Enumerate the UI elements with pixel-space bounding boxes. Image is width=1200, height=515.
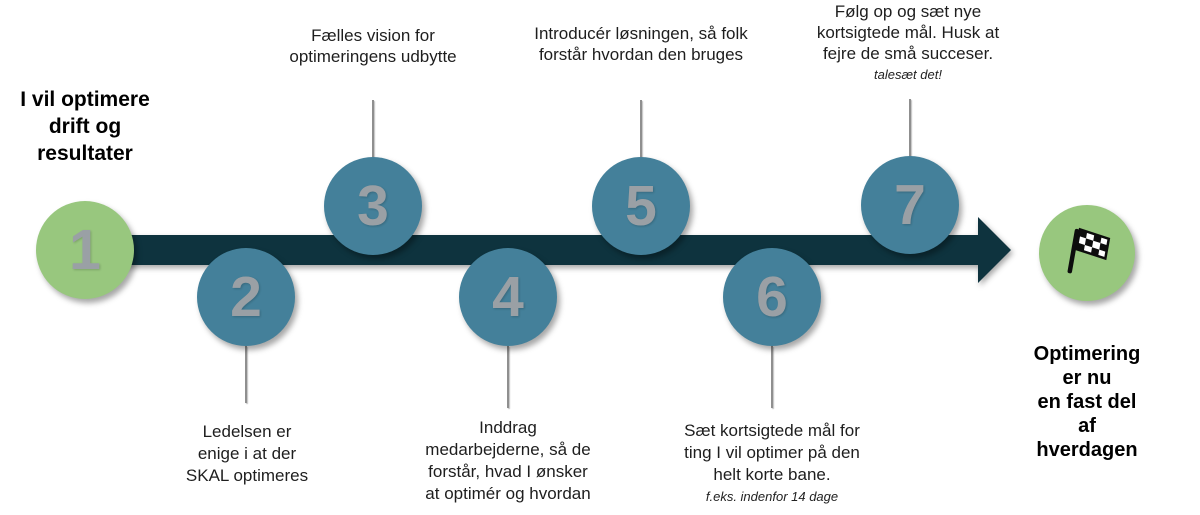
connector-line-step-2 — [245, 346, 247, 403]
step-6-circle: 6 — [723, 248, 821, 346]
step-2-number: 2 — [230, 264, 262, 329]
step-6-label: Sæt kortsigtede mål for ting I vil optim… — [684, 421, 860, 504]
start-heading-text: I vil optimere drift og resultater — [20, 88, 150, 165]
checkered-flag-icon — [1067, 227, 1111, 274]
start-heading: I vil optimere drift og resultater — [20, 86, 150, 167]
step-3-number: 3 — [357, 173, 389, 238]
timeline-arrow-shape — [85, 217, 1011, 283]
step-5-label: Introducér løsningen, så folk forstår hv… — [534, 24, 748, 64]
step-7-label: Følg op og sæt nye kortsigtede mål. Husk… — [816, 2, 1000, 82]
end-heading: Optimering er nu en fast del af hverdage… — [1031, 342, 1144, 462]
step-6-number: 6 — [756, 264, 788, 329]
step-2-circle: 2 — [197, 248, 295, 346]
step-1-circle: 1 — [36, 201, 134, 299]
step-7-number: 7 — [894, 172, 926, 237]
step-4-number: 4 — [492, 264, 524, 329]
step-1-number: 1 — [69, 217, 101, 282]
step-3-circle: 3 — [324, 157, 422, 255]
connector-line-step-5 — [640, 100, 642, 157]
step-5-number: 5 — [625, 173, 657, 238]
step-2-label: Ledelsen er enige i at der SKAL optimere… — [185, 422, 309, 485]
connector-line-step-4 — [507, 346, 509, 408]
step-4-circle: 4 — [459, 248, 557, 346]
step-3-label: Fælles vision for optimeringens udbytte — [289, 26, 457, 66]
step-5-circle: 5 — [592, 157, 690, 255]
end-heading-text: Optimering er nu en fast del af hverdage… — [1033, 343, 1141, 461]
step-7-note: talesæt det! — [874, 67, 942, 82]
step-6-note: f.eks. indenfor 14 dage — [705, 489, 839, 504]
step-4-label: Inddrag medarbejderne, så de forstår, hv… — [425, 418, 591, 503]
finish-circle — [1039, 205, 1135, 301]
connector-line-step-6 — [771, 346, 773, 408]
connector-line-step-7 — [909, 99, 911, 156]
connector-line-step-3 — [372, 100, 374, 157]
timeline-arrow — [85, 217, 1011, 283]
step-7-circle: 7 — [861, 156, 959, 254]
